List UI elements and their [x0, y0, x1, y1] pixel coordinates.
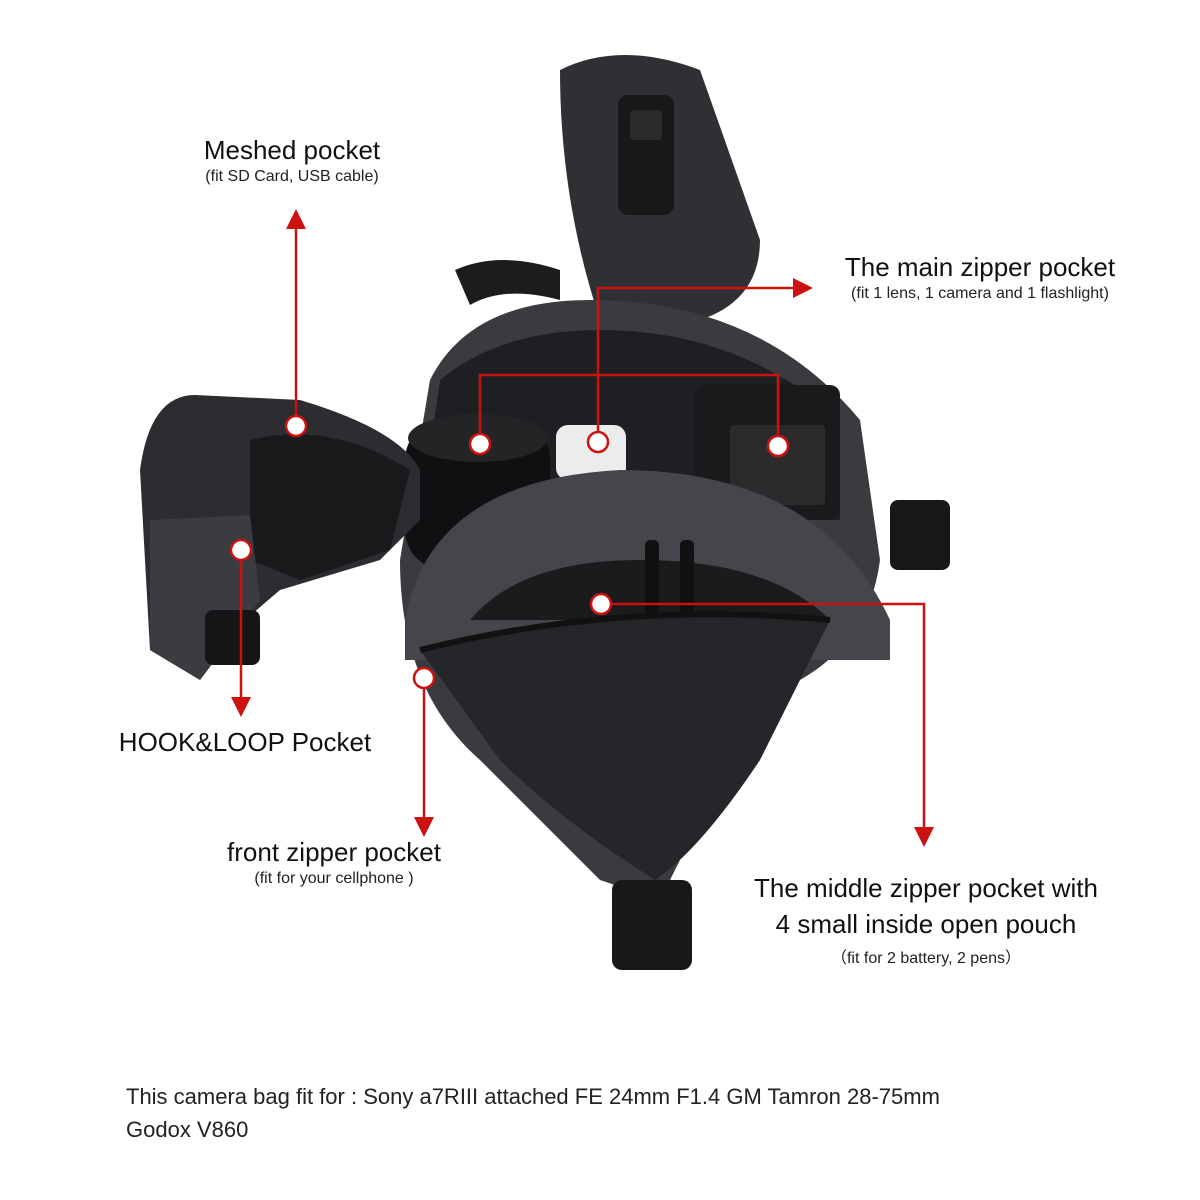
- pen: [645, 540, 659, 620]
- main-pocket-label: The main zipper pocket (fit 1 lens, 1 ca…: [810, 251, 1150, 305]
- pen: [680, 540, 694, 620]
- meshed-pocket-sub: (fit SD Card, USB cable): [205, 168, 379, 185]
- main-pocket-title: The main zipper pocket: [844, 252, 1116, 282]
- main-pocket-sub: (fit 1 lens, 1 camera and 1 flashlight): [851, 285, 1109, 302]
- marker-flash: [586, 430, 610, 454]
- hook-loop-title: HOOK&LOOP Pocket: [118, 727, 372, 757]
- bottom-buckle: [612, 880, 692, 970]
- front-pocket-label: front zipper pocket (fit for your cellph…: [194, 836, 474, 890]
- strap-clip: [205, 610, 260, 665]
- compatibility-line-2: Godox V860: [126, 1117, 249, 1142]
- meshed-pocket-title: Meshed pocket: [203, 135, 381, 165]
- middle-pocket-sub: （fit for 2 battery, 2 pens）: [830, 950, 1021, 967]
- middle-pocket-title-1: The middle zipper pocket with: [754, 873, 1098, 903]
- strap-webbing: [455, 260, 560, 305]
- side-buckle: [890, 500, 950, 570]
- meshed-pocket-label: Meshed pocket (fit SD Card, USB cable): [172, 134, 412, 188]
- front-pocket-sub: (fit for your cellphone ): [254, 870, 414, 887]
- meshed-pocket: [250, 434, 410, 580]
- annotation-lines: [231, 209, 934, 847]
- marker-lens: [468, 432, 492, 456]
- hook-loop-label: HOOK&LOOP Pocket: [95, 726, 395, 758]
- compatibility-note: This camera bag fit for : Sony a7RIII at…: [126, 1080, 1126, 1146]
- middle-pocket-title-2: 4 small inside open pouch: [775, 909, 1077, 939]
- marker-front-pocket: [412, 666, 436, 690]
- annotation-markers: [229, 414, 790, 690]
- marker-middle-pocket: [589, 592, 613, 616]
- front-pocket-title: front zipper pocket: [227, 837, 441, 867]
- marker-camera: [766, 434, 790, 458]
- marker-meshed-pocket: [284, 414, 308, 438]
- front-zipper-pocket: [420, 614, 830, 880]
- marker-hook-loop: [229, 538, 253, 562]
- compatibility-line-1: This camera bag fit for : Sony a7RIII at…: [126, 1084, 940, 1109]
- middle-pocket-label: The middle zipper pocket with 4 small in…: [716, 870, 1136, 970]
